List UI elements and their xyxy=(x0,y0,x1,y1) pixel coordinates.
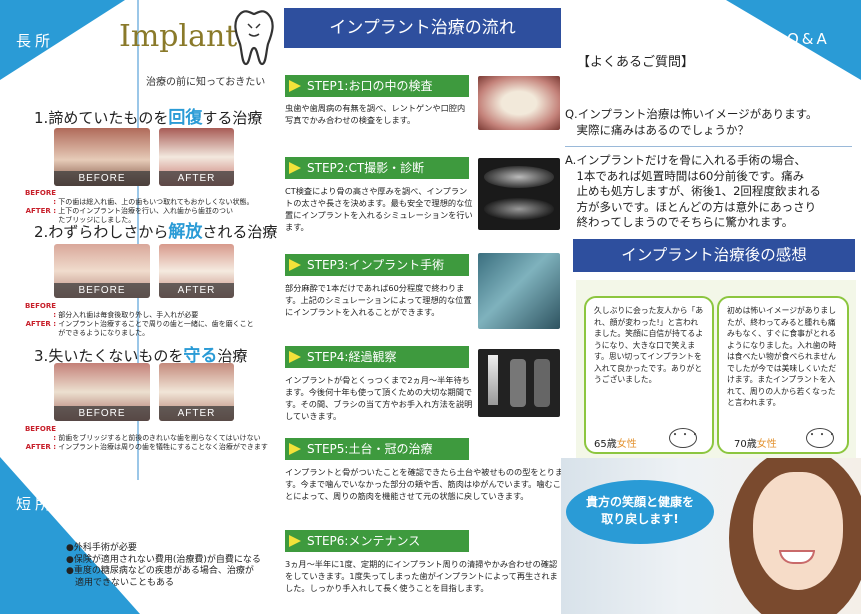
step-3-surgery-photo xyxy=(478,253,560,329)
banner-circle: 貴方の笑顔と健康を 取り戻します! xyxy=(566,480,714,544)
section-2-notes: BEFORE : 部分入れ歯は毎食後取り外し、手入れが必要 AFTER : イン… xyxy=(24,302,254,337)
logo-text: Implant xyxy=(119,19,238,54)
step-2-ct-image xyxy=(478,158,560,230)
section-3-after-photo: AFTER xyxy=(159,363,234,421)
step-4-xray-image xyxy=(478,349,560,417)
step-1-bar: STEP1:お口の中の検査 xyxy=(285,75,469,97)
step-4-text: インプラントが骨とくっつくまで2ヵ月～半年待ちます。今後何十年も使って頂くための… xyxy=(285,375,473,421)
testimonials-title-bar: インプラント治療後の感想 xyxy=(573,239,855,272)
step-1-photo xyxy=(478,76,560,130)
step-2-text: CT検査により骨の高さや厚みを調べ、インプラントの太さや長さを決めます。最も安全… xyxy=(285,186,473,232)
demerit-item: ●重度の糖尿病などの疾患がある場合、治療が xyxy=(66,566,254,576)
testimonial-1-bubble: 久しぶりに会った友人から「あれ、顔が変わった!」と言われました。笑顔に自信が持て… xyxy=(584,296,714,454)
speech-bubble-icon: ・・・ xyxy=(806,428,837,448)
flow-title-bar: インプラント治療の流れ xyxy=(284,8,561,48)
section-1-after-photo: AFTER xyxy=(159,128,234,186)
section-2-title: 2.わずらわしさから解放される治療 xyxy=(34,222,278,242)
demerits-label: 短所 xyxy=(16,495,55,513)
section-1-notes: BEFORE : 下の歯は総入れ歯、上の歯もいつ取れてもおかしくない状態。 AF… xyxy=(24,189,254,224)
qa-divider xyxy=(565,146,852,147)
testimonial-1-age: 65歳女性 xyxy=(594,439,637,450)
demerit-item: ●外科手術が必要 xyxy=(66,543,137,553)
step-5-text: インプラントと骨がついたことを確認できたら土台や被せものの型をとります。今まで噛… xyxy=(285,467,564,501)
tooth-logo-icon xyxy=(234,10,274,66)
testimonial-2-bubble: 初めは怖いイメージがありましたが、終わってみると腫れも痛みもなく、すぐに食事がと… xyxy=(717,296,849,454)
step-6-text: 3ヵ月～半年に1度、定期的にインプラント周りの清掃やかみ合わせの確認をしていきま… xyxy=(285,559,558,593)
speech-bubble-icon: ・・・ xyxy=(669,428,700,448)
step-1-text: 虫歯や歯周病の有無を調べ、レントゲンや口腔内写真でかみ合わせの検査をします。 xyxy=(285,103,466,125)
left-middle-corner-ribbon xyxy=(0,457,140,614)
top-right-corner-ribbon xyxy=(726,0,861,80)
qa-heading: 【よくあるご質問】 xyxy=(577,55,695,70)
section-2-after-photo: AFTER xyxy=(159,244,234,298)
demerits-list: ●外科手術が必要 ●保険が適用されない費用(治療費)が自費になる ●重度の糖尿病… xyxy=(66,543,261,589)
step-3-text: 部分麻酔で1本だけであれば60分程度で終わります。上記のシミュレーションによって… xyxy=(285,283,472,317)
demerit-item: 適用できないこともある xyxy=(66,577,175,588)
section-1-title: 1.諦めていたものを回復する治療 xyxy=(34,108,263,128)
qa-question: Q.インプラント治療は怖いイメージがあります。 実際に痛みはあるのでしょうか？ xyxy=(565,107,818,137)
section-2-before-photo: BEFORE xyxy=(54,244,150,298)
step-6-bar: STEP6:メンテナンス xyxy=(285,530,469,552)
step-3-bar: STEP3:インプラント手術 xyxy=(285,254,469,276)
qa-answer: A.インプラントだけを骨に入れる手術の場合、 1本であれば処置時間は60分前後で… xyxy=(565,153,821,229)
demerit-item: ●保険が適用されない費用(治療費)が自費になる xyxy=(66,554,261,565)
section-3-title: 3.失いたくないものを守る治療 xyxy=(34,346,248,366)
tagline: 治療の前に知っておきたい xyxy=(146,77,266,88)
section-3-before-photo: BEFORE xyxy=(54,363,150,421)
top-left-corner-ribbon xyxy=(0,0,125,80)
step-2-bar: STEP2:CT撮影・診断 xyxy=(285,157,469,179)
step-4-bar: STEP4:経過観察 xyxy=(285,346,469,368)
section-1-before-photo: BEFORE xyxy=(54,128,150,186)
section-3-notes: BEFORE : 前歯をブリッジすると前後のきれいな歯を削らなくてはいけない A… xyxy=(24,425,268,451)
merits-label: 長所 xyxy=(16,32,55,50)
qa-label: Q&A xyxy=(787,30,830,48)
left-panel-divider xyxy=(137,0,139,480)
step-5-bar: STEP5:土台・冠の治療 xyxy=(285,438,469,460)
face-shape xyxy=(753,472,843,590)
testimonial-2-age: 70歳女性 xyxy=(734,439,777,450)
